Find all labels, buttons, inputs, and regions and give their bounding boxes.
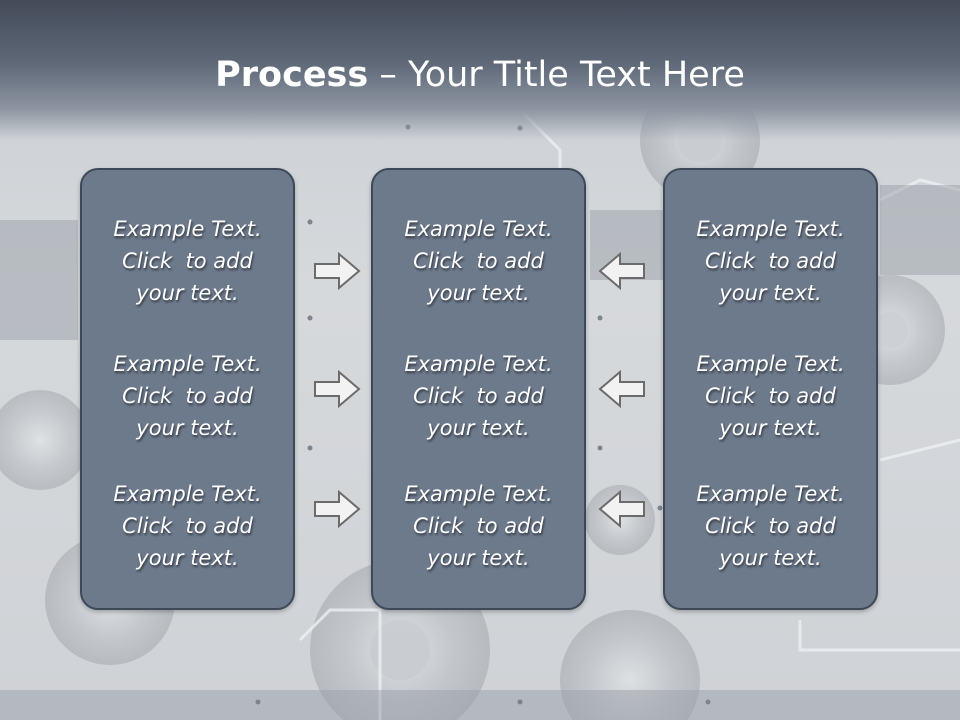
text-line: Click to add bbox=[122, 249, 253, 273]
text-placeholder[interactable]: Example Text. Click to add your text. bbox=[665, 478, 876, 574]
text-line: your text. bbox=[427, 281, 530, 305]
arrow-left-icon[interactable] bbox=[598, 252, 646, 290]
text-line: Example Text. bbox=[696, 217, 845, 241]
arrow-right-icon[interactable] bbox=[313, 252, 361, 290]
text-placeholder[interactable]: Example Text. Click to add your text. bbox=[82, 478, 293, 574]
text-placeholder[interactable]: Example Text. Click to add your text. bbox=[82, 348, 293, 444]
text-line: Example Text. bbox=[696, 352, 845, 376]
process-column-right: Example Text. Click to add your text. Ex… bbox=[663, 168, 878, 610]
text-line: Example Text. bbox=[113, 217, 262, 241]
text-placeholder[interactable]: Example Text. Click to add your text. bbox=[373, 478, 584, 574]
text-placeholder[interactable]: Example Text. Click to add your text. bbox=[373, 213, 584, 309]
text-line: your text. bbox=[719, 416, 822, 440]
text-line: your text. bbox=[427, 416, 530, 440]
text-line: Click to add bbox=[705, 384, 836, 408]
text-placeholder[interactable]: Example Text. Click to add your text. bbox=[665, 213, 876, 309]
arrow-left-icon[interactable] bbox=[598, 370, 646, 408]
text-line: your text. bbox=[136, 546, 239, 570]
text-line: Click to add bbox=[413, 514, 544, 538]
text-line: Example Text. bbox=[404, 352, 553, 376]
text-line: your text. bbox=[427, 546, 530, 570]
text-line: Example Text. bbox=[113, 482, 262, 506]
text-line: your text. bbox=[719, 281, 822, 305]
text-line: Click to add bbox=[122, 384, 253, 408]
text-placeholder[interactable]: Example Text. Click to add your text. bbox=[82, 213, 293, 309]
text-line: Click to add bbox=[413, 384, 544, 408]
title-rest: – Your Title Text Here bbox=[368, 55, 745, 95]
arrow-right-icon[interactable] bbox=[313, 490, 361, 528]
text-line: Example Text. bbox=[113, 352, 262, 376]
title-bold: Process bbox=[215, 55, 369, 95]
text-line: Example Text. bbox=[404, 217, 553, 241]
arrow-right-icon[interactable] bbox=[313, 370, 361, 408]
process-column-left: Example Text. Click to add your text. Ex… bbox=[80, 168, 295, 610]
text-line: your text. bbox=[136, 281, 239, 305]
text-line: your text. bbox=[719, 546, 822, 570]
slide-title[interactable]: Process – Your Title Text Here bbox=[0, 52, 960, 98]
arrow-left-icon[interactable] bbox=[598, 490, 646, 528]
process-column-center: Example Text. Click to add your text. Ex… bbox=[371, 168, 586, 610]
text-line: Example Text. bbox=[404, 482, 553, 506]
text-line: your text. bbox=[136, 416, 239, 440]
text-placeholder[interactable]: Example Text. Click to add your text. bbox=[665, 348, 876, 444]
text-line: Click to add bbox=[705, 514, 836, 538]
text-line: Click to add bbox=[705, 249, 836, 273]
text-line: Click to add bbox=[122, 514, 253, 538]
text-line: Click to add bbox=[413, 249, 544, 273]
text-line: Example Text. bbox=[696, 482, 845, 506]
text-placeholder[interactable]: Example Text. Click to add your text. bbox=[373, 348, 584, 444]
title-band bbox=[0, 0, 960, 140]
